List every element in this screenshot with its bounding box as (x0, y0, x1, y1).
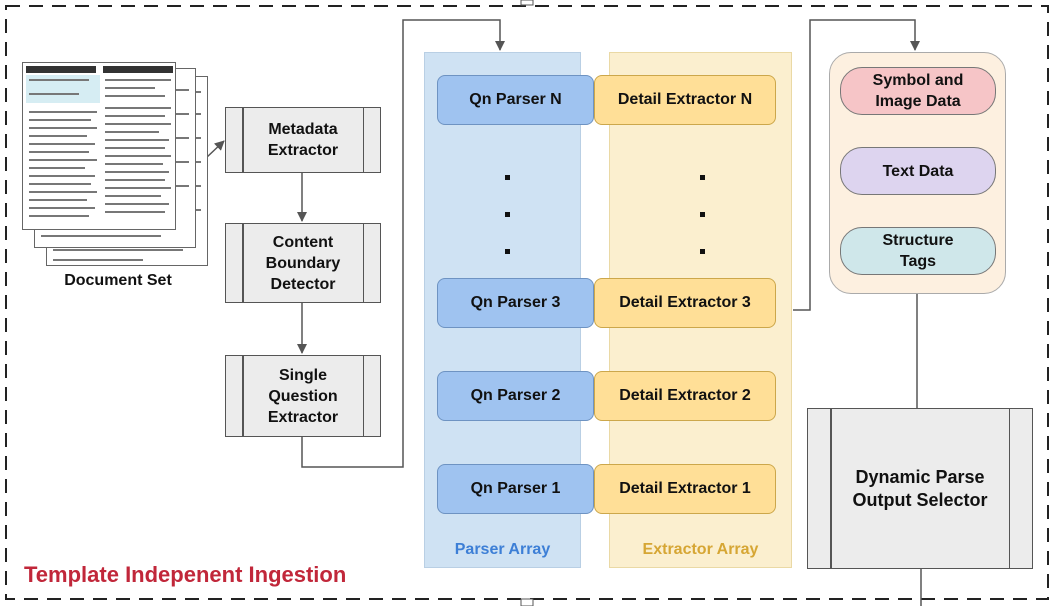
symbol-image-data-label: Symbol and Image Data (872, 72, 964, 110)
single-question-extractor-label: Single Question Extractor (267, 366, 339, 426)
parser-array-label: Parser Array (454, 541, 551, 558)
ellipsis-dot (700, 249, 705, 254)
dashed-frame (5, 5, 1049, 600)
qn-parser-n: Qn Parser N (437, 75, 594, 125)
detail-extractor-1: Detail Extractor 1 (594, 464, 776, 514)
qn-parser-3: Qn Parser 3 (437, 278, 594, 328)
arrow-docs-to-metadata (205, 140, 225, 159)
detail-extractor-2: Detail Extractor 2 (594, 371, 776, 421)
text-data-label: Text Data (882, 162, 954, 180)
ellipsis-dot (700, 212, 705, 217)
frame-handle-top (520, 0, 534, 6)
document-set (20, 60, 212, 270)
detail-extractor-n: Detail Extractor N (594, 75, 776, 125)
qn-parser-1: Qn Parser 1 (437, 464, 594, 514)
metadata-extractor-label: Metadata Extractor (267, 121, 339, 159)
arrow-extractors-to-store (793, 19, 920, 311)
structure-tags: Structure Tags (840, 227, 996, 275)
content-boundary-detector-label: Content Boundary Detector (265, 233, 341, 293)
qn-parser-2: Qn Parser 2 (437, 371, 594, 421)
document-set-label: Document Set (64, 272, 172, 289)
extractor-array-label: Extractor Array (642, 541, 759, 558)
ellipsis-dot (505, 175, 510, 180)
ellipsis-dot (505, 249, 510, 254)
ellipsis-dot (505, 212, 510, 217)
content-boundary-detector: Content Boundary Detector (225, 223, 381, 303)
diagram-title: Template Indepenent Ingestion (24, 562, 347, 587)
structure-tags-label: Structure Tags (882, 232, 954, 270)
metadata-extractor: Metadata Extractor (225, 107, 381, 173)
frame-handle-bottom (520, 598, 534, 606)
dynamic-parse-output-selector: Dynamic Parse Output Selector (807, 408, 1033, 569)
text-data: Text Data (840, 147, 996, 195)
document-page-front (22, 62, 176, 230)
arrow-single-to-parsers (301, 19, 505, 468)
ellipsis-dot (700, 175, 705, 180)
output-selector-label: Dynamic Parse Output Selector (852, 466, 988, 510)
detail-extractor-3: Detail Extractor 3 (594, 278, 776, 328)
symbol-image-data: Symbol and Image Data (840, 67, 996, 115)
single-question-extractor: Single Question Extractor (225, 355, 381, 437)
